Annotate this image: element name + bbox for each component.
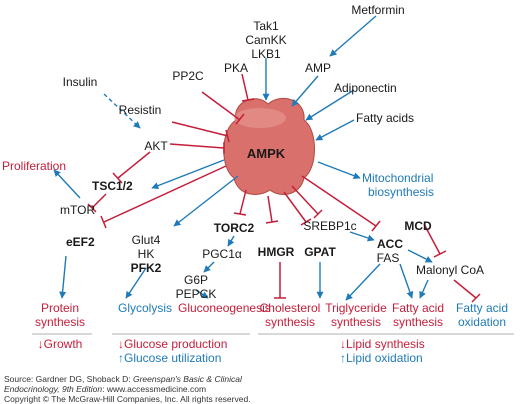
source-line-1: Source: Gardner DG, Shoback D: Greenspan… bbox=[4, 374, 243, 384]
inhibit-tsc-mtor bbox=[91, 193, 107, 209]
pka-label: PKA bbox=[224, 61, 248, 75]
ampk-hub: AMPK bbox=[223, 98, 315, 195]
metformin-label: Metformin bbox=[351, 3, 404, 17]
hmgr-label: HMGR bbox=[258, 245, 295, 259]
tak1-label: Tak1 bbox=[253, 19, 279, 33]
akt-label: AKT bbox=[144, 139, 168, 153]
arrow-pgc1a-g6p bbox=[203, 261, 215, 273]
fatty-acid-synthesis-label-2: synthesis bbox=[393, 315, 443, 329]
mtor-label: mTOR bbox=[60, 203, 95, 217]
source-line-2: Endocrinology, 9th Edition: www.accessme… bbox=[4, 384, 206, 394]
resistin-label: Resistin bbox=[119, 103, 162, 117]
fatty-acid-oxidation-label-1: Fatty acid bbox=[456, 301, 508, 315]
eef2-label: eEF2 bbox=[66, 235, 95, 249]
inhibit-mcd-malonyl bbox=[423, 223, 441, 255]
arrow-torc2-pgc1a bbox=[227, 235, 235, 247]
glut4-label: Glut4 bbox=[132, 233, 161, 247]
protein-synthesis-label-1: Protein bbox=[41, 301, 79, 315]
pepck-label: PEPCK bbox=[176, 287, 217, 301]
inhibit-ampk-acc bbox=[301, 175, 377, 227]
fatty-acids-label: Fatty acids bbox=[356, 111, 414, 125]
gluconeogenesis-label: Gluconeogenesis bbox=[178, 301, 271, 315]
inhibit-pka-ampk bbox=[241, 73, 249, 101]
insulin-label: Insulin bbox=[63, 75, 98, 89]
torc2-label: TORC2 bbox=[214, 221, 255, 235]
adiponectin-label: Adiponectin bbox=[334, 81, 397, 95]
arrow-acc-malonyl bbox=[407, 249, 433, 263]
fatty-acid-oxidation-label-2: oxidation bbox=[458, 315, 506, 329]
inhibit-akt-tsc bbox=[117, 151, 151, 179]
arrow-metformin-amp bbox=[329, 15, 377, 57]
cholesterol-label-2: synthesis bbox=[265, 315, 315, 329]
activation-arrows bbox=[53, 15, 433, 301]
inhibit-ampk-srebp bbox=[291, 185, 319, 215]
inhibit-ampk-eef2 bbox=[103, 165, 227, 223]
gpat-label: GPAT bbox=[304, 245, 336, 259]
lkb1-label: LKB1 bbox=[251, 47, 281, 61]
triglyceride-label-1: Triglyceride bbox=[325, 301, 387, 315]
arrow-malonyl-fasynth bbox=[419, 279, 429, 299]
proliferation-label: Proliferation bbox=[2, 159, 66, 173]
lipid-synthesis-label: ↓Lipid synthesis bbox=[340, 337, 425, 351]
hk-label: HK bbox=[138, 247, 155, 261]
inhibition-lines bbox=[87, 73, 481, 303]
arrow-amp-ampk bbox=[291, 75, 319, 107]
arrow-ampk-glut4 bbox=[173, 175, 239, 227]
arrow-ampk-mitochondrial bbox=[317, 161, 361, 180]
inhibit-akt-ampk bbox=[169, 143, 225, 149]
glycolysis-label: Glycolysis bbox=[118, 301, 172, 315]
pgc1a-label: PGC1α bbox=[202, 247, 242, 261]
arrow-adiponectin-ampk bbox=[305, 89, 355, 121]
fatty-acid-synthesis-label-1: Fatty acid bbox=[392, 301, 444, 315]
camkk-label: CamKK bbox=[245, 33, 286, 47]
srebp1c-label: SREBP1c bbox=[303, 219, 356, 233]
acc-label: ACC bbox=[377, 237, 403, 251]
arrow-fas-fasynth bbox=[399, 263, 414, 299]
amp-label: AMP bbox=[305, 61, 331, 75]
glucose-production-label: ↓Glucose production bbox=[118, 337, 227, 351]
ampk-label: AMPK bbox=[247, 146, 286, 161]
arrow-srebp-acc bbox=[349, 231, 375, 242]
inhibit-ampk-torc2 bbox=[239, 189, 247, 215]
growth-label: ↓Growth bbox=[38, 337, 83, 351]
protein-synthesis-label-2: synthesis bbox=[35, 315, 85, 329]
inhibit-resistin-ampk bbox=[171, 121, 229, 137]
arrow-eef2-protein bbox=[59, 255, 67, 299]
arrow-pepck-gluconeogenesis bbox=[195, 289, 209, 299]
g6p-label: G6P bbox=[184, 273, 208, 287]
arrow-fattyacids-ampk bbox=[315, 119, 355, 141]
glucose-utilization-label: ↑Glucose utilization bbox=[118, 351, 221, 365]
inhibit-pp2c-ampk bbox=[201, 91, 241, 121]
lipid-oxidation-label: ↑Lipid oxidation bbox=[340, 351, 423, 365]
pfk2-label: PFK2 bbox=[131, 261, 162, 275]
source-line-3: Copyright © The McGraw-Hill Companies, I… bbox=[4, 394, 251, 404]
mitochondrial-label-1: Mitochondrial bbox=[362, 171, 433, 185]
pp2c-label: PP2C bbox=[172, 69, 204, 83]
arrow-ampk-mtor-area bbox=[151, 159, 225, 189]
fas-label: FAS bbox=[377, 251, 400, 265]
mitochondrial-label-2: biosynthesis bbox=[368, 185, 434, 199]
tsc12-label: TSC1/2 bbox=[92, 179, 133, 193]
inhibit-ampk-hmgr bbox=[267, 195, 273, 223]
inhibit-ampk-gpat bbox=[283, 191, 307, 223]
arrow-mtor-proliferation bbox=[53, 169, 81, 199]
arrow-fas-triglyceride bbox=[345, 263, 381, 301]
triglyceride-label-2: synthesis bbox=[331, 315, 381, 329]
cholesterol-label-1: Cholesterol bbox=[260, 301, 321, 315]
malonyl-coa-label: Malonyl CoA bbox=[416, 263, 484, 277]
inhibit-malonyl-faox bbox=[453, 279, 477, 299]
arrow-insulin-akt bbox=[103, 93, 141, 129]
arrow-pfk2-glycolysis bbox=[125, 267, 147, 299]
mcd-label: MCD bbox=[404, 219, 432, 233]
